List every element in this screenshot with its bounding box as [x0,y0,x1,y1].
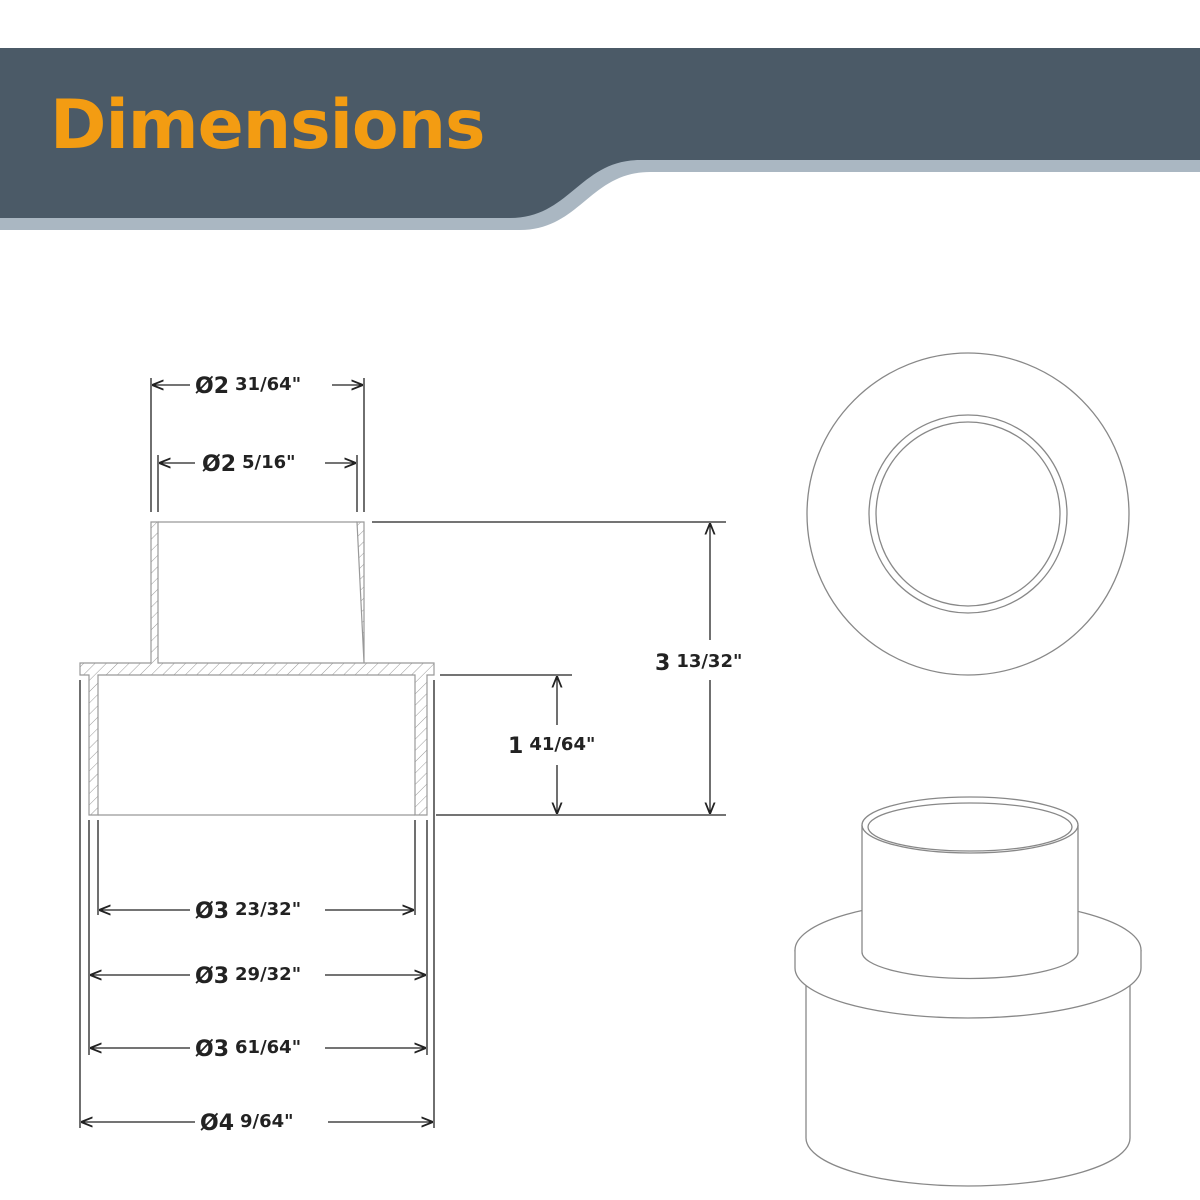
dimension-arrows [81,385,710,1122]
top-view-drawing [806,352,1130,676]
extension-lines [79,378,726,1128]
cross-section-drawing [79,521,435,816]
header-banner [0,48,1200,230]
perspective-view-drawing [794,796,1142,1187]
page-title: Dimensions [50,86,486,165]
